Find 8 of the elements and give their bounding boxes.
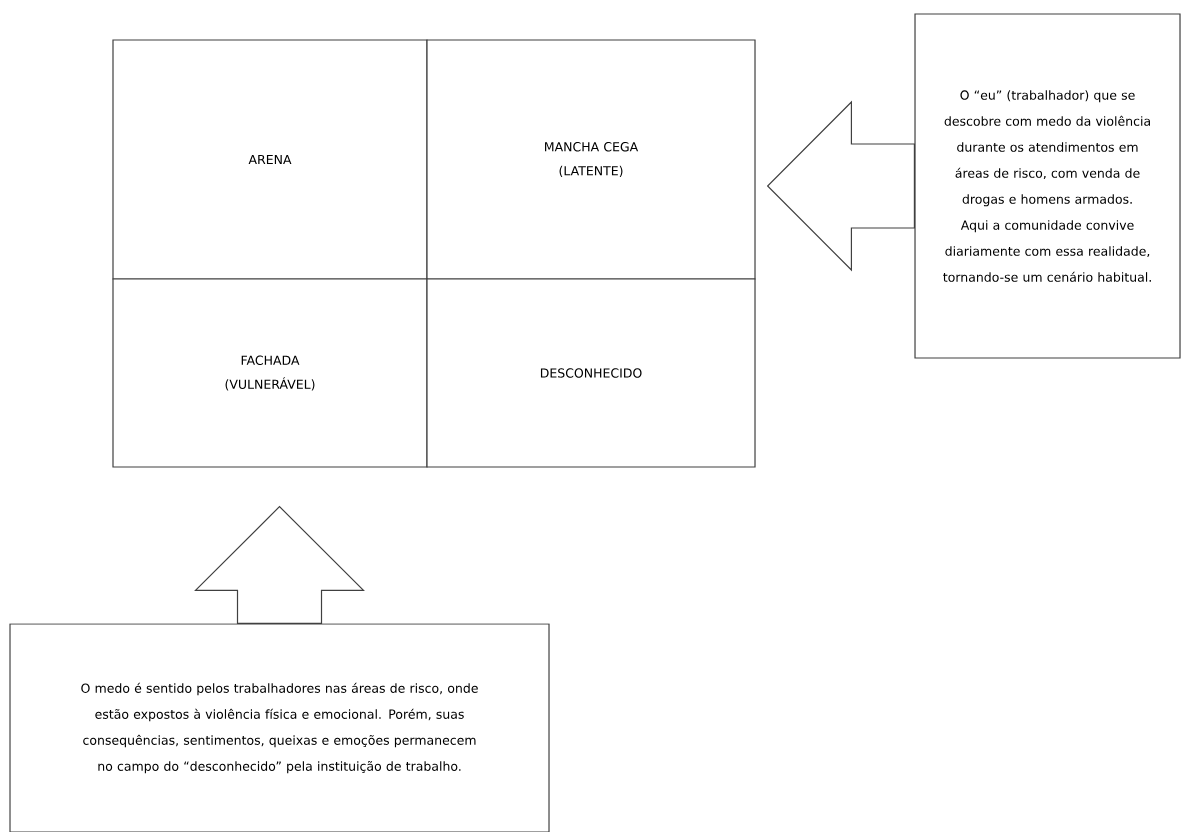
quadrant-cell: FACHADA (VULNERÁVEL) bbox=[112, 278, 428, 468]
quadrant-cell: MANCHA CEGA (LATENTE) bbox=[426, 39, 756, 280]
block-arrow bbox=[194, 505, 365, 624]
quadrant-cell: DESCONHECIDO bbox=[426, 278, 756, 468]
quadrant-cell: ARENA bbox=[112, 39, 428, 280]
text-box: O medo é sentido pelos trabalhadores nas áreas de risco, onde estão expostos à violência física e emocional. Porém, suas consequências, sentimentos, queixas e emoções permanecem no campo do “desconhecido” pela instituição de trabalho. bbox=[9, 623, 550, 832]
block-arrow bbox=[766, 100, 915, 272]
text-box: O “eu” (trabalhador) que se descobre com medo da violência durante os atendimentos em áreas de risco, com venda de drogas e homens armados. Aqui a comunidade convive diariamente com essa realidade, tornando-se um cenário habitual. bbox=[914, 13, 1181, 359]
